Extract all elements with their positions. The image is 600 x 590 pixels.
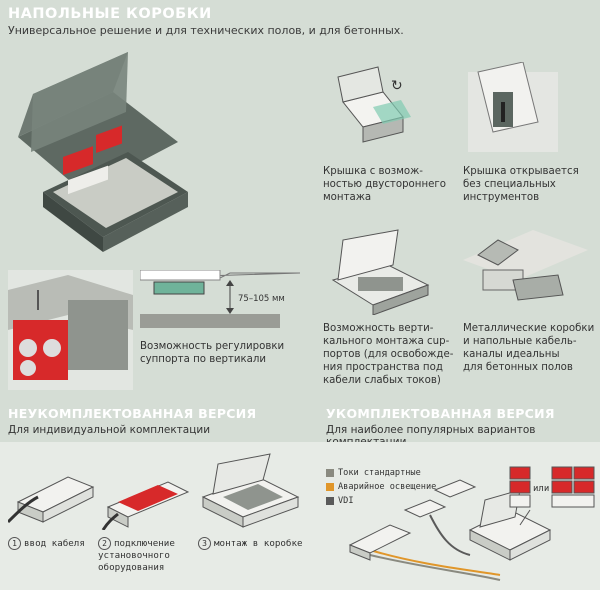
legend-item-emergency: Аварийное освещение bbox=[326, 482, 436, 492]
step-3-label: монтаж в коробке bbox=[214, 538, 303, 549]
legend-swatch-standard bbox=[326, 468, 334, 477]
metal-boxes-image bbox=[463, 220, 588, 315]
vertical-mount-caption: Возможность верти- кального монтажа сup-… bbox=[323, 323, 454, 386]
socket-set-b bbox=[551, 466, 595, 508]
incomplete-title: НЕУКОМПЛЕКТОВАННАЯ ВЕРСИЯ bbox=[8, 406, 257, 421]
legend-swatch-emergency bbox=[326, 482, 334, 491]
metal-boxes-caption: Металлические коробки и напольные кабель… bbox=[463, 323, 595, 373]
or-label: или bbox=[533, 484, 550, 494]
support-section-illustration bbox=[8, 270, 133, 390]
page-subtitle: Универсальное решение и для технических … bbox=[8, 24, 404, 37]
floor-box-illustration bbox=[18, 52, 188, 252]
legend-swatch-vdi bbox=[326, 496, 334, 505]
cover-tools-caption: Крышка открывается без специальных инстр… bbox=[463, 166, 579, 203]
legend-item-vdi: VDI bbox=[326, 496, 354, 506]
adjust-range-label: 75–105 мм bbox=[238, 294, 285, 304]
incomplete-subtitle: Для индивидуальной комплектации bbox=[8, 424, 211, 436]
step-3-number: 3 bbox=[198, 537, 211, 550]
vertical-mount-image bbox=[323, 225, 438, 316]
legend-item-standard: Токи стандартные bbox=[326, 468, 421, 478]
cover-tools-image bbox=[463, 61, 573, 157]
page-title: НАПОЛЬНЫЕ КОРОБКИ bbox=[8, 6, 212, 22]
step-2-number: 2 bbox=[98, 537, 111, 550]
socket-set-a bbox=[509, 466, 531, 508]
cover-double-image: ↻ bbox=[323, 62, 433, 157]
height-adjust-diagram bbox=[140, 270, 300, 328]
adjust-caption: Возможность регулировки суппорта по верт… bbox=[140, 341, 285, 365]
cover-double-caption: Крышка с возмож- ностью двустороннего мо… bbox=[323, 166, 446, 203]
svg-text:↻: ↻ bbox=[391, 78, 403, 94]
incomplete-steps-illustration bbox=[8, 453, 300, 530]
step-1-number: 1 bbox=[8, 537, 21, 550]
step-1-label: ввод кабеля bbox=[24, 538, 85, 549]
complete-title: УКОМПЛЕКТОВАННАЯ ВЕРСИЯ bbox=[326, 406, 555, 421]
step-2-label: подключение установочного оборудования bbox=[98, 538, 175, 573]
complete-kit-illustration bbox=[348, 466, 595, 581]
